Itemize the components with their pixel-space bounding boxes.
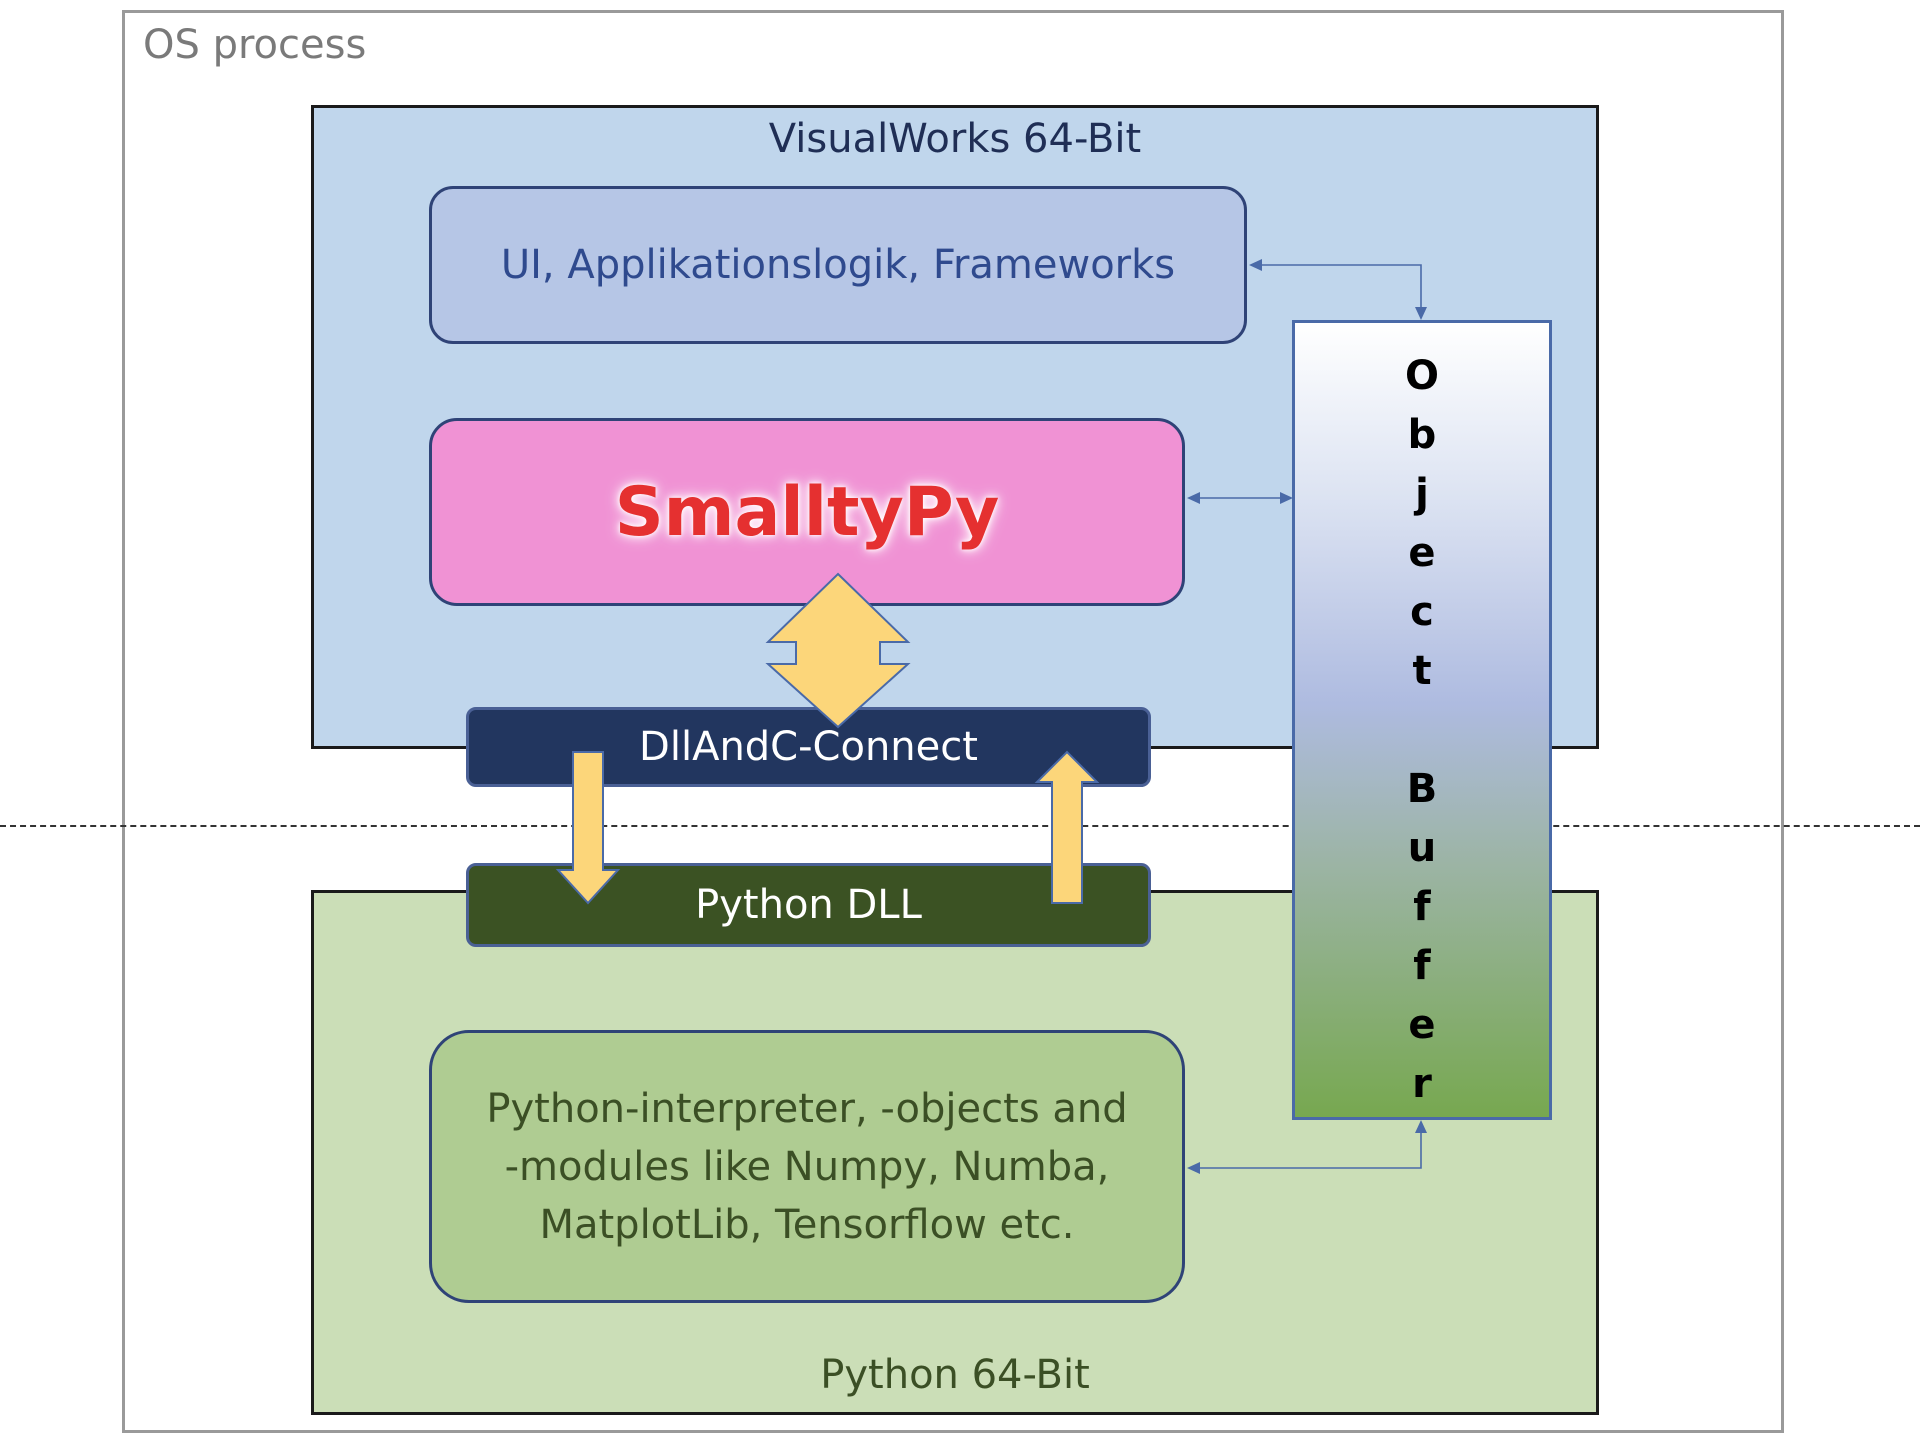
object-buffer-char: u [1407, 825, 1437, 871]
object-buffer-char: B [1406, 766, 1438, 812]
object-buffer-char: f [1413, 884, 1431, 930]
ui-application-label: UI, Applikationslogik, Frameworks [500, 242, 1176, 288]
python-dll-label: Python DLL [695, 882, 922, 928]
object-buffer-char: r [1412, 1061, 1432, 1107]
dllandc-connect-label: DllAndC-Connect [639, 724, 978, 770]
process-separator-line [0, 825, 1920, 827]
object-buffer-char: e [1408, 1002, 1436, 1048]
object-buffer-char: f [1413, 943, 1431, 989]
visualworks-title: VisualWorks 64-Bit [768, 116, 1142, 162]
smalltypy-label: SmalltyPy [614, 472, 1000, 552]
python-interpreter-line-3: MatplotLib, Tensorflow etc. [539, 1201, 1075, 1248]
object-buffer: O b j e c t B u f f e r [1292, 320, 1552, 1120]
python-title: Python 64-Bit [820, 1352, 1090, 1398]
object-buffer-char: O [1404, 353, 1439, 399]
object-buffer-char: j [1415, 471, 1429, 517]
object-buffer-char: e [1408, 530, 1436, 576]
ui-application-box: UI, Applikationslogik, Frameworks [429, 186, 1247, 344]
python-dll-box: Python DLL [466, 863, 1151, 947]
dllandc-connect-box: DllAndC-Connect [466, 707, 1151, 787]
python-interpreter-line-1: Python-interpreter, -objects and [486, 1085, 1128, 1132]
python-interpreter-box: Python-interpreter, -objects and -module… [429, 1030, 1185, 1303]
object-buffer-char: c [1410, 589, 1434, 635]
object-buffer-char: b [1407, 412, 1437, 458]
python-interpreter-line-2: -modules like Numpy, Numba, [504, 1143, 1110, 1190]
object-buffer-char: t [1412, 648, 1432, 694]
smalltypy-box: SmalltyPy [429, 418, 1185, 606]
os-process-label: OS process [143, 22, 367, 68]
